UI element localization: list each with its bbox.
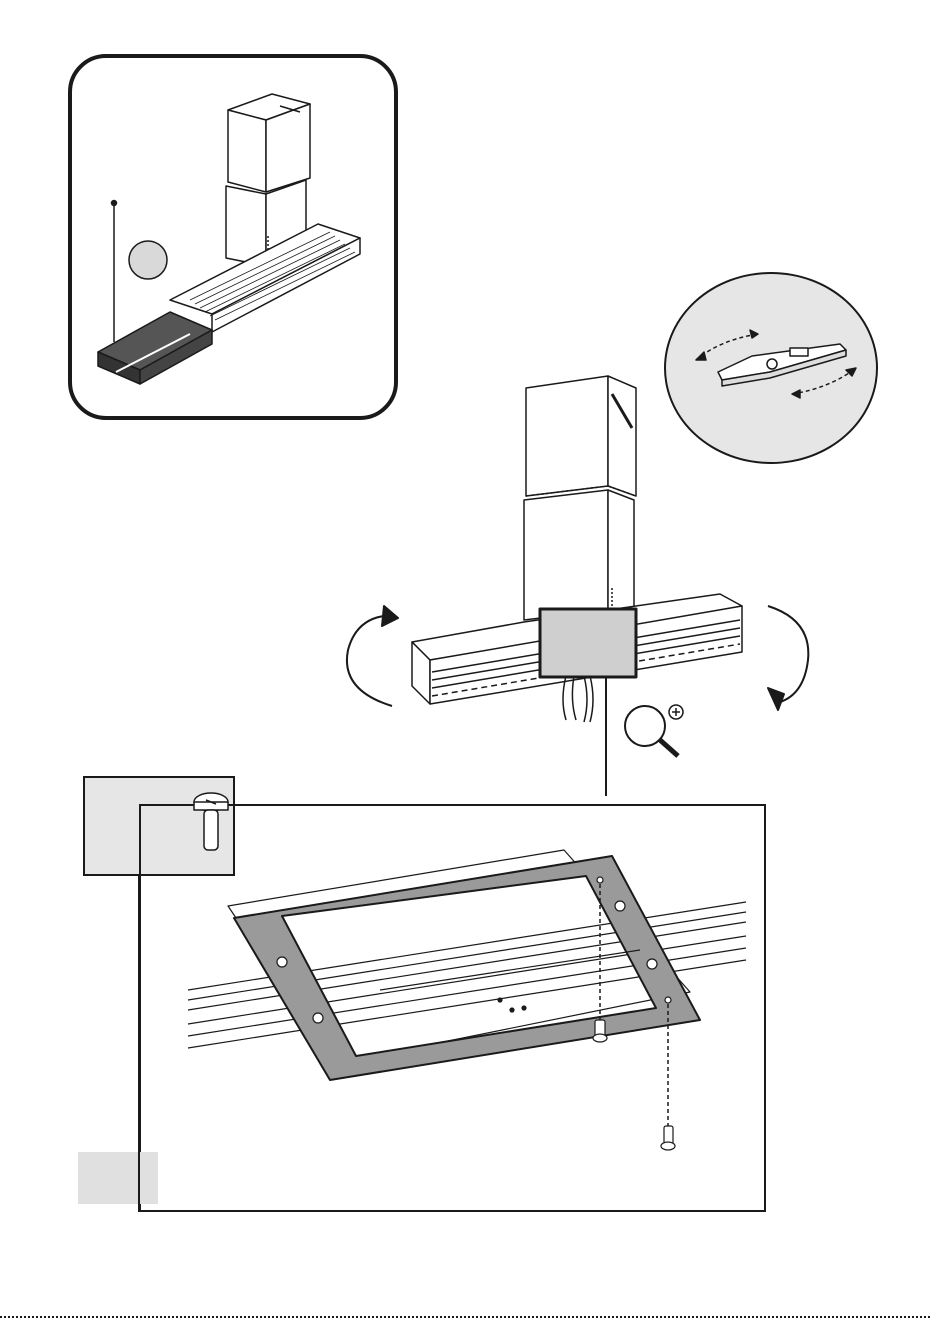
spirit-level-icon [696,330,856,398]
rotate-left-arrow-icon [347,606,398,706]
inset-hood-illustration [98,94,360,384]
magnifier-plus-icon [625,705,683,756]
main-hood-illustration [412,376,742,722]
mounting-detail-illustration [188,850,746,1150]
rotate-right-arrow-icon [768,606,808,710]
screw-icon [194,793,228,850]
